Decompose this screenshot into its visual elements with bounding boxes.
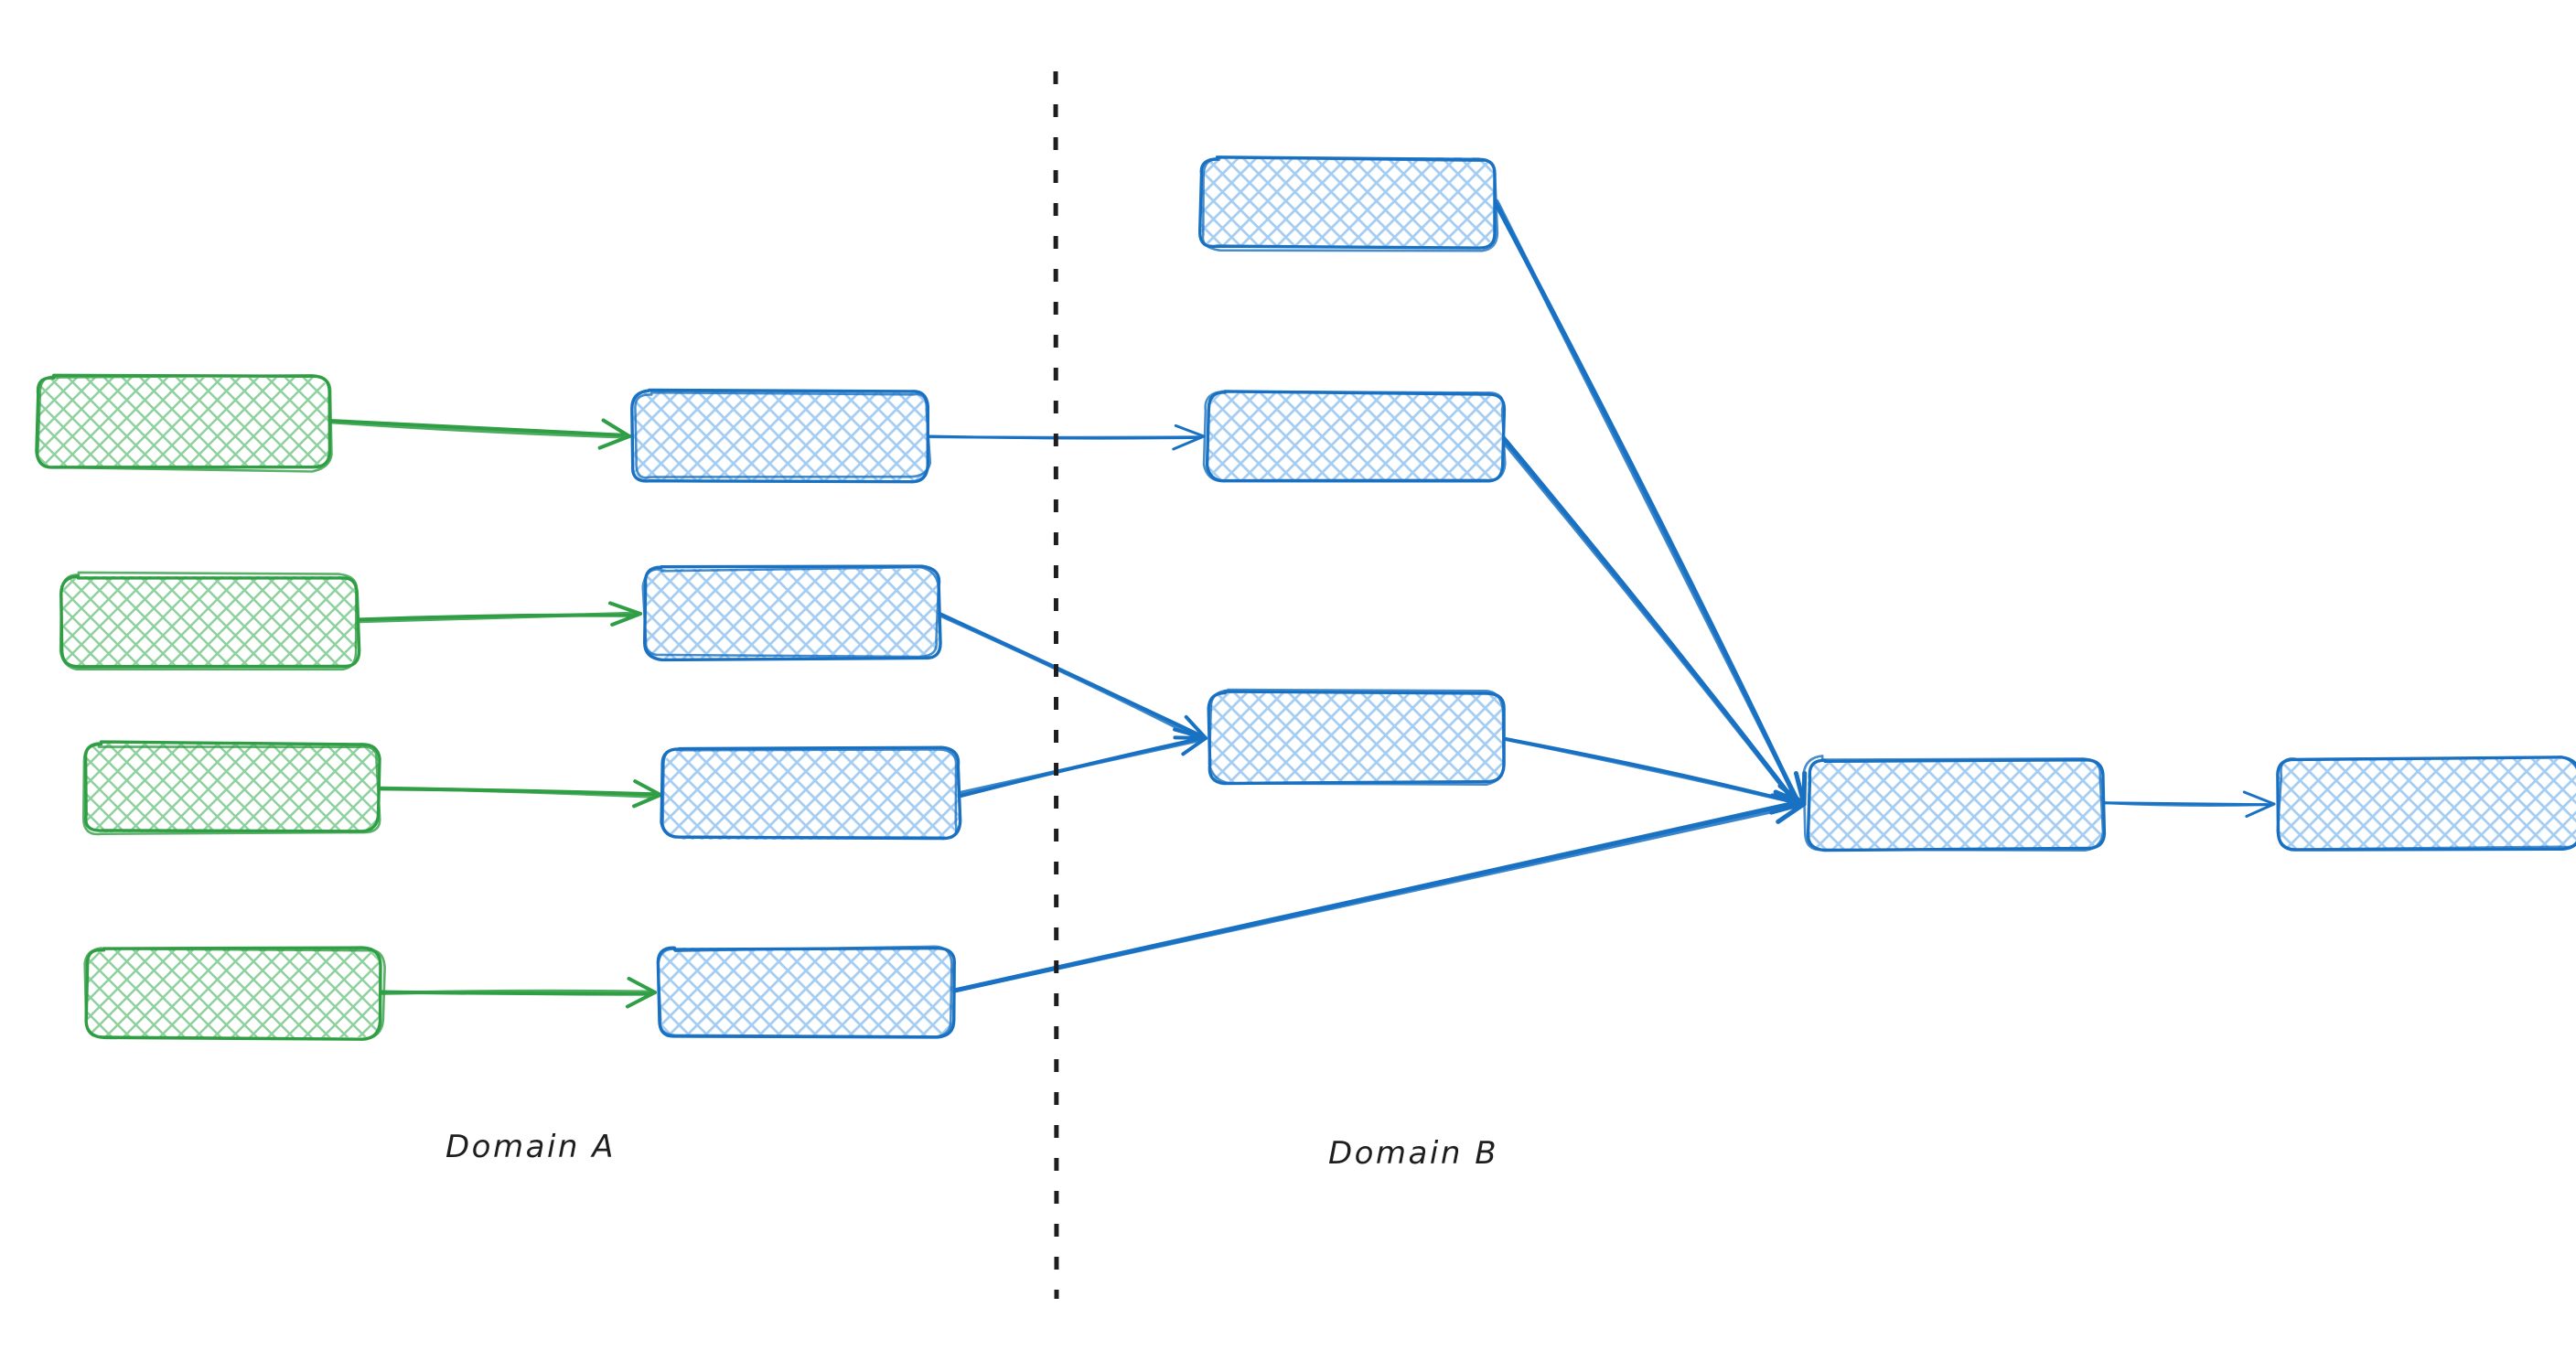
edge-arrow <box>950 793 1807 994</box>
diagram-node-b2[interactable] <box>641 564 942 662</box>
edge-arrow <box>375 779 662 809</box>
node-layer <box>35 155 2576 1041</box>
diagram-node-a1[interactable] <box>35 373 333 473</box>
diagram-node-b4[interactable] <box>656 945 956 1039</box>
diagram-node-c2[interactable] <box>1202 390 1507 483</box>
diagram-node-d1[interactable] <box>1802 755 2107 852</box>
edge-arrow <box>1493 198 1808 809</box>
edge-arrow <box>1498 433 1807 809</box>
domain-divider <box>1053 70 1059 1300</box>
diagram-node-b3[interactable] <box>660 745 962 841</box>
edge-arrow <box>926 423 1206 451</box>
edge-arrow <box>935 610 1208 741</box>
edge-arrow <box>327 418 631 450</box>
diagram-node-a4[interactable] <box>83 946 386 1041</box>
edge-layer <box>327 198 2276 1009</box>
domain-label-domain-a: Domain A <box>445 1129 616 1165</box>
edge-arrow <box>353 601 642 627</box>
domain-label-domain-b: Domain B <box>1328 1135 1498 1172</box>
diagram-node-c1[interactable] <box>1197 155 1499 252</box>
diagram-node-a2[interactable] <box>59 571 361 671</box>
edge-arrow <box>1499 736 1806 815</box>
edge-arrow <box>2101 790 2276 818</box>
divider-layer <box>1053 70 1059 1300</box>
edge-arrow <box>378 976 657 1009</box>
diagram-node-b1[interactable] <box>630 388 932 484</box>
diagram-node-e1[interactable] <box>2276 756 2576 852</box>
diagram-node-a3[interactable] <box>81 740 381 836</box>
diagram-node-c3[interactable] <box>1207 688 1506 786</box>
edge-arrow <box>958 727 1208 799</box>
label-layer: Domain A Domain B <box>445 1129 1498 1172</box>
